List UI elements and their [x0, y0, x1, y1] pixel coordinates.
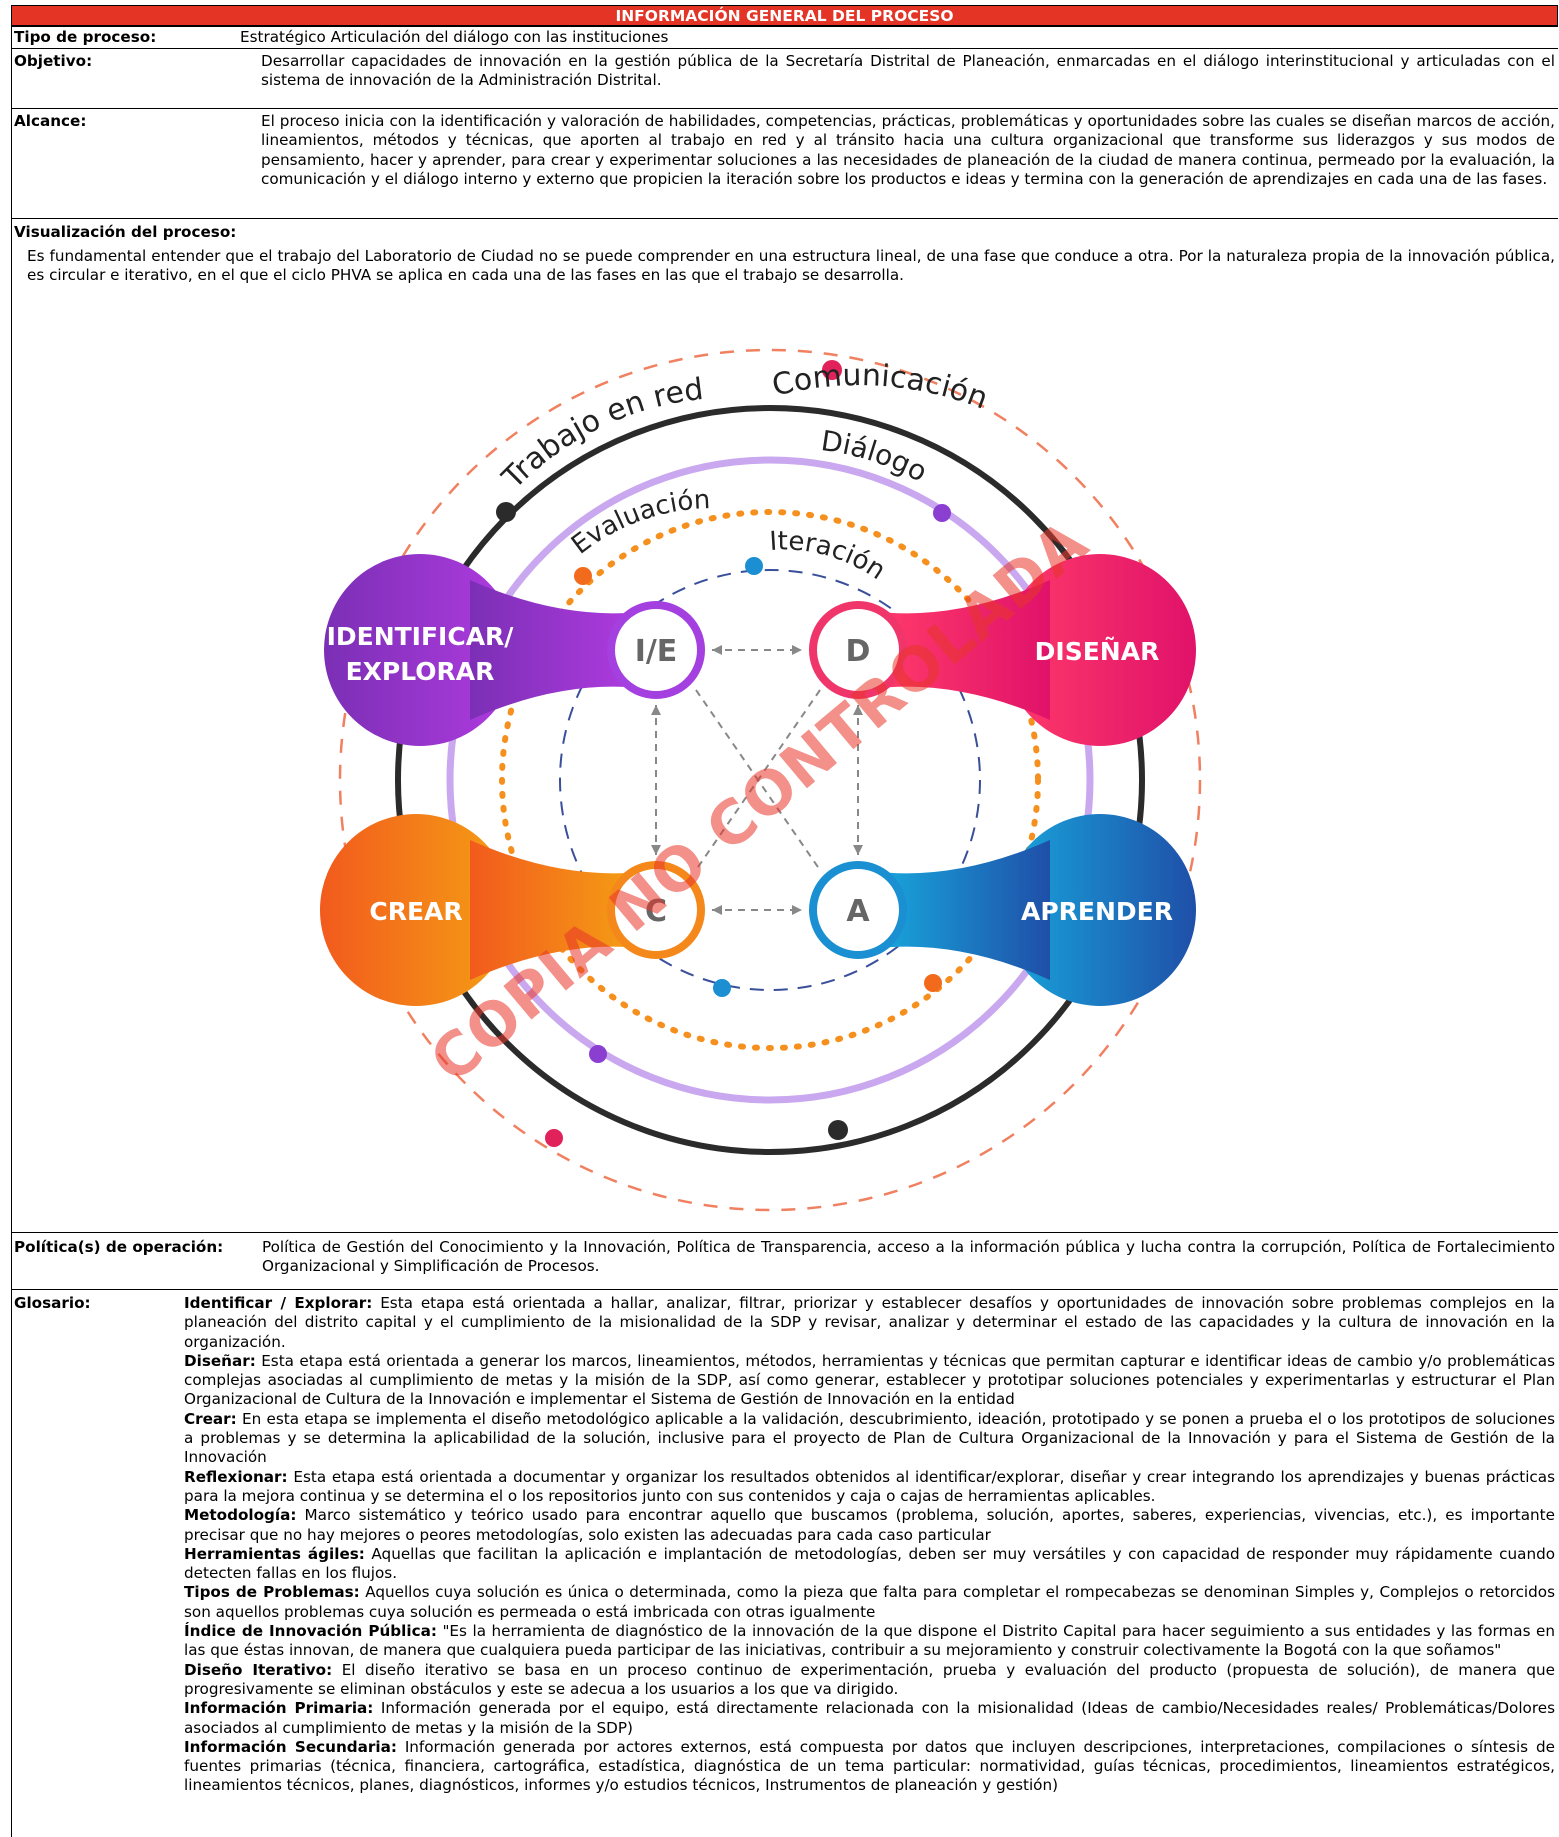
arrow-heads — [651, 645, 863, 915]
tipo-proceso-row: Tipo de proceso: Estratégico Articulació… — [11, 26, 1558, 48]
ring-dot — [933, 504, 951, 522]
disenar-label: DISEÑAR — [1035, 637, 1160, 666]
glossary-item: Tipos de Problemas: Aquellos cuya soluci… — [184, 1583, 1555, 1621]
politica-row: Política(s) de operación: Política de Ge… — [11, 1232, 1558, 1289]
trabajo-en-red-ring — [395, 405, 1145, 1155]
dialogo-ring — [446, 456, 1094, 1104]
tipo-proceso-label: Tipo de proceso: — [14, 28, 157, 46]
glosario-row: Glosario: Identificar / Explorar: Esta e… — [11, 1289, 1558, 1837]
alcance-label: Alcance: — [14, 112, 87, 130]
glossary-item: Crear: En esta etapa se implementa el di… — [184, 1409, 1555, 1467]
aprender-label: APRENDER — [1021, 897, 1173, 926]
visualizacion-row: Visualización del proceso: Es fundamenta… — [11, 218, 1558, 1232]
tipo-proceso-value: Estratégico Articulación del diálogo con… — [240, 28, 669, 46]
comunicacion-ring — [338, 348, 1202, 1212]
glossary-item: Información Secundaria: Información gene… — [184, 1737, 1555, 1795]
disenar-phase — [809, 554, 1196, 746]
politica-value: Política de Gestión del Conocimiento y l… — [262, 1238, 1555, 1276]
node-d: D — [846, 634, 871, 669]
ring-dot — [545, 1129, 563, 1147]
politica-label: Política(s) de operación: — [14, 1238, 224, 1256]
visualizacion-label: Visualización del proceso: — [14, 223, 237, 241]
aprender-phase — [809, 814, 1196, 1006]
visualizacion-text: Es fundamental entender que el trabajo d… — [27, 247, 1555, 285]
glossary-item: Diseñar: Esta etapa está orientada a gen… — [184, 1351, 1555, 1409]
objetivo-value: Desarrollar capacidades de innovación en… — [261, 52, 1555, 90]
crear-label: CREAR — [369, 897, 462, 926]
glosario-list: Identificar / Explorar: Esta etapa está … — [184, 1294, 1555, 1796]
node-c: C — [645, 894, 667, 929]
identificar-label: IDENTIFICAR/ — [327, 622, 515, 651]
iteracion-label: Iteración — [769, 526, 891, 586]
glossary-item: Información Primaria: Información genera… — [184, 1699, 1555, 1737]
document-frame — [11, 5, 1559, 1837]
glossary-item: Diseño Iterativo: El diseño iterativo se… — [184, 1660, 1556, 1698]
explorar-label: EXPLORAR — [346, 657, 495, 686]
glossary-item: Reflexionar: Esta etapa está orientada a… — [184, 1467, 1555, 1505]
process-cycle-diagram: Comunicación Trabajo en red Diálogo Eval… — [320, 348, 1202, 1212]
phase-arrows — [655, 649, 859, 911]
glossary-item: Metodología: Marco sistemático y teórico… — [184, 1506, 1555, 1544]
ring-dot — [828, 1120, 848, 1140]
ring-dot — [924, 974, 942, 992]
glossary-item: Herramientas ágiles: Aquellas que facili… — [184, 1544, 1556, 1583]
objetivo-row: Objetivo: Desarrollar capacidades de inn… — [11, 48, 1558, 98]
crear-phase — [320, 814, 705, 1006]
glosario-label: Glosario: — [14, 1294, 91, 1312]
identificar-explorar-phase — [324, 554, 705, 746]
ring-dot — [745, 557, 763, 575]
ring-dot — [589, 1045, 607, 1063]
evaluacion-ring — [499, 509, 1041, 1051]
node-ie: I/E — [635, 634, 678, 669]
glossary-item: Identificar / Explorar: Esta etapa está … — [184, 1294, 1555, 1351]
objetivo-label: Objetivo: — [14, 52, 93, 70]
alcance-row: Alcance: El proceso inicia con la identi… — [11, 108, 1558, 218]
ring-dot — [574, 567, 592, 585]
ring-dot — [822, 360, 842, 380]
iteracion-ring — [559, 569, 981, 991]
ring-dot — [713, 979, 731, 997]
glossary-item: Índice de Innovación Pública: "Es la her… — [184, 1622, 1555, 1660]
section-header: INFORMACIÓN GENERAL DEL PROCESO — [11, 5, 1558, 26]
alcance-value: El proceso inicia con la identificación … — [261, 112, 1555, 188]
node-a: A — [846, 894, 870, 929]
ring-dot — [496, 502, 516, 522]
